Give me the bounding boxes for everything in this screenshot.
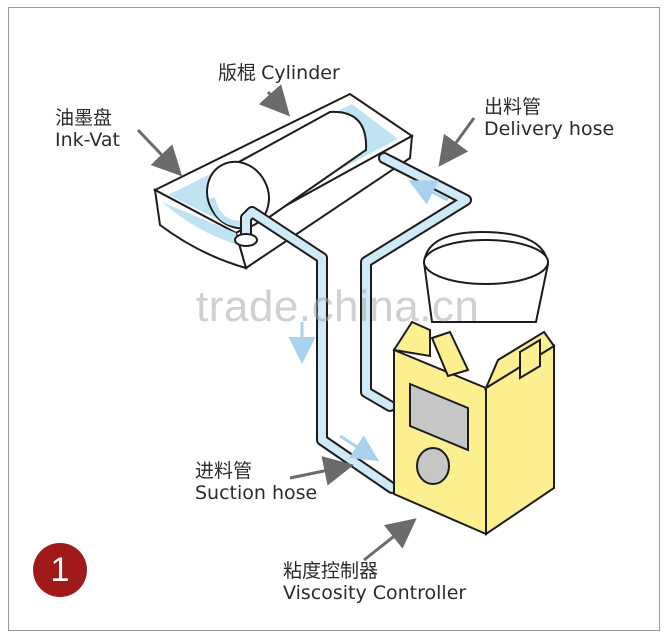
- step-number-badge: 1: [33, 543, 87, 597]
- label-cylinder-cn: 版棍: [218, 62, 257, 84]
- label-viscosity-controller: 粘度控制器 Viscosity Controller: [283, 560, 467, 605]
- label-suction-hose: 进料管 Suction hose: [195, 460, 318, 505]
- controller-bucket: [422, 230, 550, 323]
- label-ink-vat: 油墨盘 Ink-Vat: [55, 107, 121, 152]
- label-viscosity-controller-en: Viscosity Controller: [283, 581, 467, 604]
- flow-arrows: [288, 180, 449, 462]
- viscosity-controller-box: [392, 320, 556, 536]
- watermark-text: trade.china.cn: [196, 282, 480, 331]
- label-suction-hose-en: Suction hose: [195, 481, 318, 504]
- label-suction-hose-cn: 进料管: [195, 460, 253, 482]
- suction-hose-pipe: [234, 206, 398, 494]
- label-ink-vat-en: Ink-Vat: [55, 128, 121, 151]
- label-delivery-hose-cn: 出料管: [484, 96, 542, 118]
- cylinder-roller: [206, 110, 368, 230]
- label-cylinder: 版棍 Cylinder: [218, 62, 340, 85]
- pointer-arrows: [136, 84, 476, 562]
- label-cylinder-en: Cylinder: [261, 62, 340, 84]
- label-delivery-hose: 出料管 Delivery hose: [484, 96, 615, 141]
- label-delivery-hose-en: Delivery hose: [484, 117, 615, 140]
- label-viscosity-controller-cn: 粘度控制器: [283, 560, 379, 582]
- label-ink-vat-cn: 油墨盘: [55, 107, 113, 129]
